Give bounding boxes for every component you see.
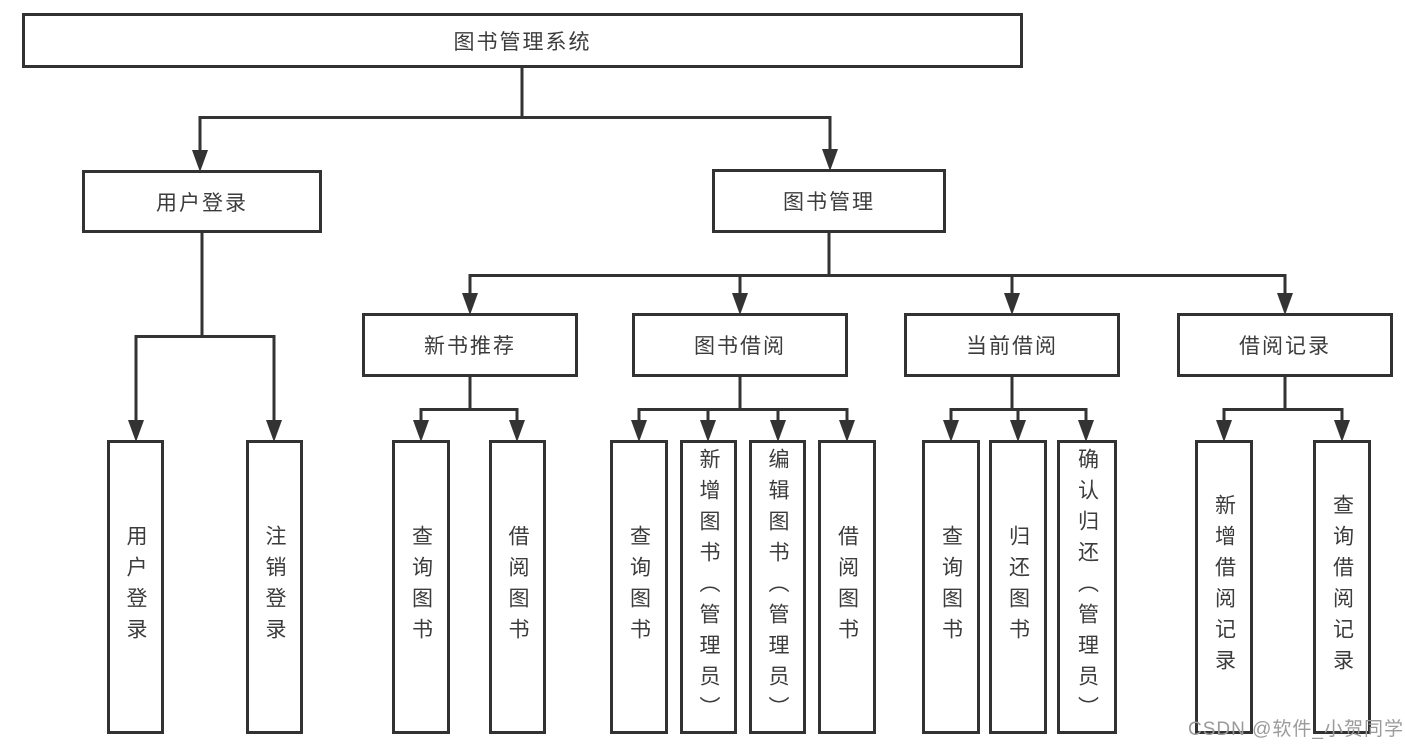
leaf-search-borrow-record: 查询借阅记录 [1313,440,1371,734]
arrow-icon [509,420,525,442]
leaf-search-books-borrowing: 查询图书 [610,440,668,734]
arrow-icon [822,149,838,171]
leaf-return-books: 归还图书 [989,440,1047,734]
connector-book-borrowing-to-leaves [637,377,849,428]
arrow-icon [1277,293,1293,315]
leaf-search-books-recommend: 查询图书 [392,440,450,734]
node-root-system: 图书管理系统 [22,13,1023,68]
connector-user-login-to-leaves [134,233,276,428]
node-current-borrowing: 当前借阅 [904,313,1120,377]
leaf-add-books-admin: 新增图书（管理员） [680,440,737,734]
arrow-icon [1004,293,1020,315]
node-user-login-branch: 用户登录 [82,170,322,233]
arrow-icon [943,420,959,442]
connector-current-borrowing-to-leaves [949,377,1088,428]
arrow-icon [1334,420,1350,442]
leaf-edit-books-admin: 编辑图书（管理员） [749,440,806,734]
leaf-user-login: 用户登录 [107,440,164,734]
leaf-search-books-current: 查询图书 [922,440,980,734]
connector-root-to-level2 [198,66,832,158]
arrow-icon [266,420,282,442]
arrow-icon [700,420,716,442]
arrow-icon [1010,420,1026,442]
connector-new-book-recommend-to-leaves [419,377,519,428]
leaf-borrow-books-recommend: 借阅图书 [489,440,546,734]
arrow-icon [1078,420,1094,442]
arrow-icon [770,420,786,442]
arrow-icon [631,420,647,442]
arrow-icon [839,420,855,442]
leaf-logout: 注销登录 [246,440,303,734]
node-book-management: 图书管理 [712,169,946,233]
connector-borrowing-records-to-leaves [1222,377,1344,428]
arrow-icon [128,420,144,442]
arrow-icon [413,420,429,442]
arrow-icon [1216,420,1232,442]
arrow-icon [462,293,478,315]
leaf-borrow-books-borrowing: 借阅图书 [818,440,876,734]
arrow-icon [732,293,748,315]
leaf-confirm-return-admin: 确认归还（管理员） [1057,440,1117,734]
node-book-borrowing: 图书借阅 [632,313,848,377]
arrow-icon [192,150,208,172]
leaf-add-borrow-record: 新增借阅记录 [1195,440,1253,734]
node-new-book-recommend: 新书推荐 [362,313,578,377]
node-borrowing-records: 借阅记录 [1177,313,1393,377]
connector-book-management-to-level3 [468,233,1287,301]
csdn-watermark: CSDN @软件_小贺同学 [1188,719,1404,740]
arrowheads [128,149,1350,442]
